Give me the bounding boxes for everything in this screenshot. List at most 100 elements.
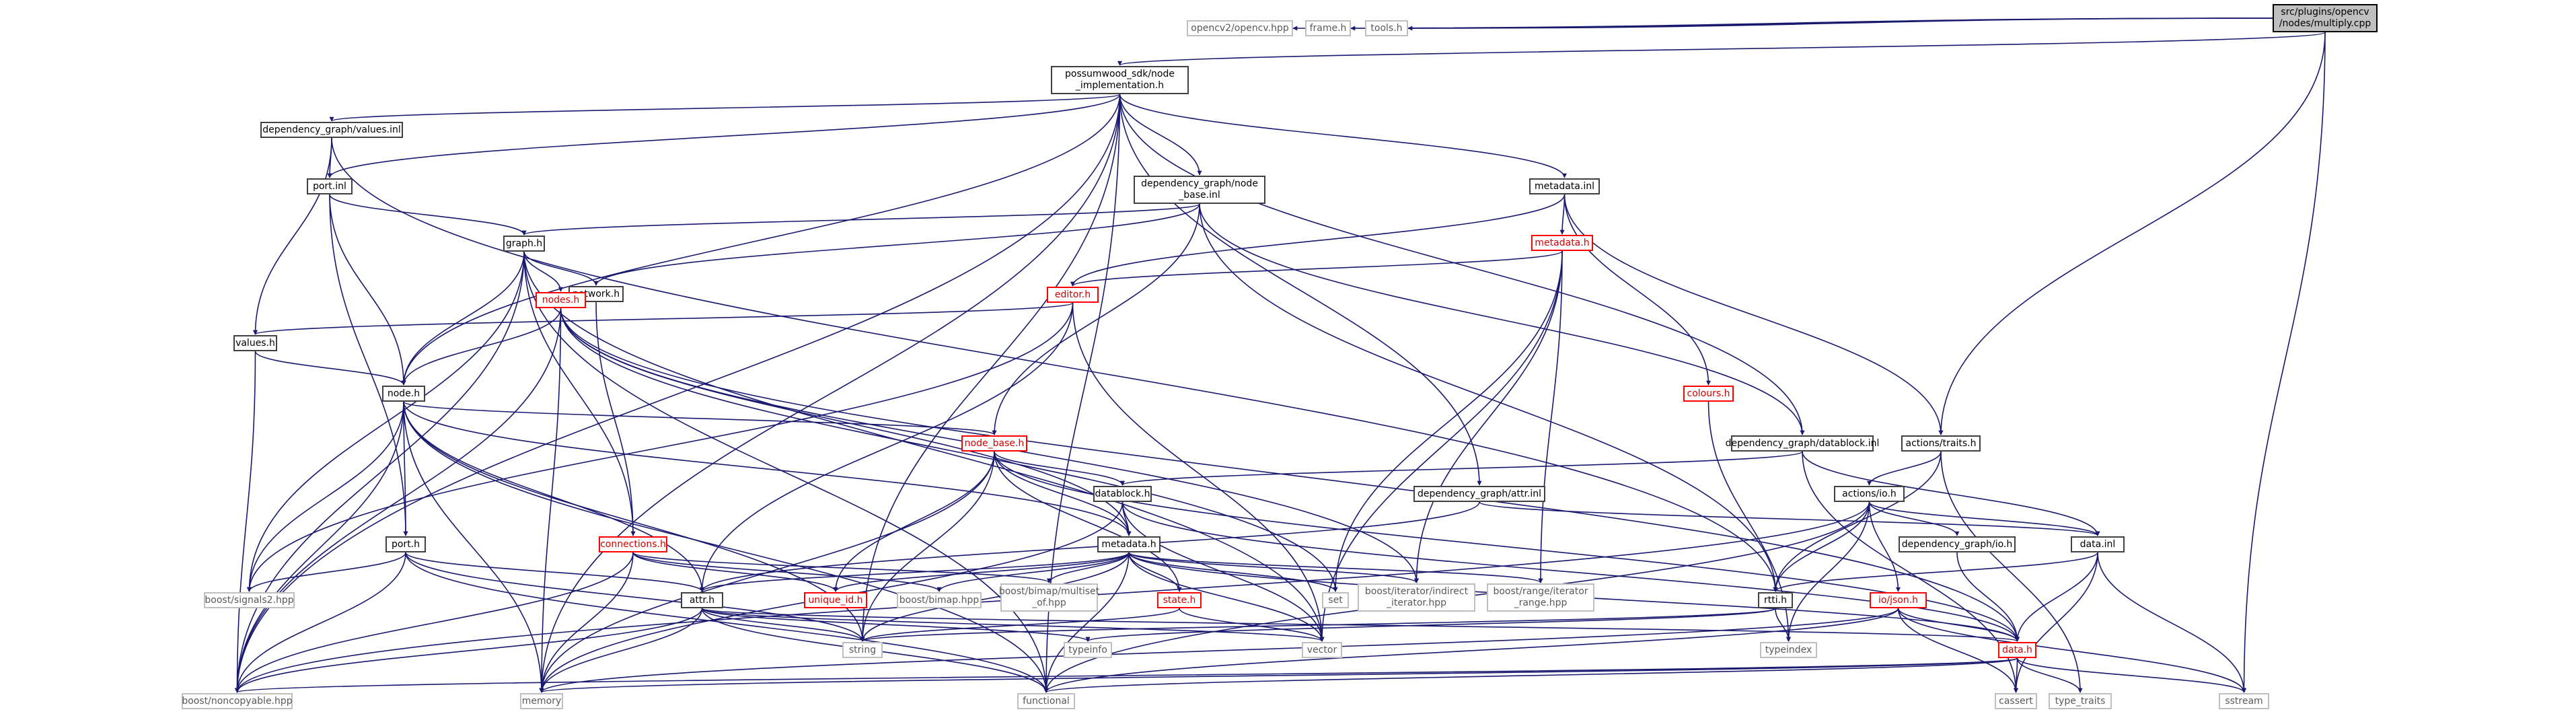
node-label-line: rtti.h [1764,594,1787,606]
node-metadata2[interactable]: metadata.h [1097,536,1161,552]
node-metadata-h[interactable]: metadata.h [1531,235,1593,251]
node-attr-inl[interactable]: dependency_graph/attr.inl [1413,486,1545,502]
edge-port-h-to-signals2 [247,552,406,592]
edge-metadata2-to-indirect-it [1128,552,1419,583]
node-actions-traits[interactable]: actions/traits.h [1901,435,1981,452]
node-state-h[interactable]: state.h [1157,592,1202,608]
node-node-base-inl[interactable]: dependency_graph/node_base.inl [1134,176,1265,204]
edge-node-base-h-to-state-h [994,451,1182,592]
edge-multiply-to-tools [1407,17,2273,31]
node-set: set [1322,592,1349,608]
node-label-line: node_base.h [964,437,1025,449]
node-frame: frame.h [1305,20,1351,36]
node-io-json[interactable]: io/json.h [1870,592,1927,608]
node-port-h[interactable]: port.h [385,536,426,552]
node-label-line: typeinfo [1068,644,1107,655]
edge-metadata-inl-to-actions-traits [1563,194,1944,435]
edge-metadata-inl-to-metadata-h [1559,194,1566,235]
node-label-line: _of.hpp [1032,598,1066,608]
node-editor[interactable]: editor.h [1047,287,1099,303]
node-attr-h[interactable]: attr.h [681,592,723,608]
edge-node-base-inl-to-datablock-inl [1199,203,1805,435]
node-nodes-h[interactable]: nodes.h [536,292,586,308]
edge-editor-to-values-h [253,302,1074,335]
edge-io-json-to-data-h [1897,608,2020,642]
edge-values-inl-to-rtti [331,137,1778,592]
node-label-line: functional [1023,695,1070,707]
node-tools: tools.h [1365,20,1408,36]
edge-actions-io-to-rtti [1773,501,1870,592]
edge-connections-to-unique-id [632,552,838,592]
edge-node-h-to-memory [403,401,544,693]
edge-state-h-to-string [860,608,1180,642]
node-unique-id[interactable]: unique_id.h [804,592,867,608]
edge-graph-to-noncopyable [235,251,525,693]
edge-data-h-to-noncopyable [235,657,2018,693]
edge-port-h-to-functional [405,552,1049,693]
edge-metadata2-to-range-it [1128,552,1543,583]
edge-attr-h-to-noncopyable [235,608,703,693]
edge-actions-io-to-data-inl [1868,501,2100,536]
edge-impl-to-node-h [401,94,1121,386]
node-node-h[interactable]: node.h [382,386,425,402]
edge-impl-to-node-base-inl [1119,94,1202,176]
node-datablock-inl[interactable]: dependency_graph/datablock.inl [1726,435,1879,452]
node-graph[interactable]: graph.h [503,236,545,252]
edge-multiply-to-opencv2 [1292,17,2273,31]
node-values-inl[interactable]: dependency_graph/values.inl [260,122,403,138]
edge-multiply-to-actions-traits [1938,32,2326,435]
edge-data-inl-to-cassert [2014,552,2098,693]
node-label-line: opencv2/opencv.hpp [1191,22,1289,34]
edge-metadata2-to-vector [1128,552,1325,642]
node-rtti[interactable]: rtti.h [1758,592,1793,608]
node-functional: functional [1017,693,1075,709]
node-label-line: unique_id.h [808,594,863,606]
edge-metadata2-to-functional [1043,552,1130,693]
edge-connections-to-bimap [632,552,942,592]
node-label-line: dependency_graph/attr.inl [1417,488,1542,499]
edge-node-base-h-to-string [860,451,995,642]
edge-node-base-h-to-datablock-h [994,451,1125,486]
edge-data-h-to-sstream [2016,657,2246,693]
edge-node-h-to-signals2 [247,401,404,592]
node-impl[interactable]: possumwood_sdk/node_implementation.h [1051,66,1189,94]
node-port-inl[interactable]: port.inl [307,178,353,194]
node-colours[interactable]: colours.h [1683,386,1734,402]
node-data-inl[interactable]: data.inl [2071,536,2125,552]
node-label-line: dependency_graph/values.inl [262,124,401,135]
edge-attr-inl-to-data-inl [1479,501,2100,536]
node-dg-io[interactable]: dependency_graph/io.h [1899,536,2016,552]
edge-metadata2-to-string [860,552,1130,642]
node-label-line: _iterator.hpp [1387,598,1446,608]
edge-impl-to-metadata-inl [1119,94,1567,178]
node-opencv2: opencv2/opencv.hpp [1187,20,1293,36]
edge-node-h-to-attr-h [403,401,704,592]
node-values-h[interactable]: values.h [233,335,277,351]
node-label-line: typeindex [1765,644,1812,655]
edge-metadata2-to-unique-id [833,552,1130,592]
edge-connections-to-multiset-of [632,552,1052,583]
node-label-line: set [1328,594,1343,606]
node-vector: vector [1302,642,1342,658]
node-data-h[interactable]: data.h [1998,642,2036,658]
edge-rtti-to-typeindex [1775,608,1791,642]
edge-actions-io-to-dg-io [1868,501,1960,536]
edge-attr-inl-to-attr-h [700,501,1480,592]
edge-impl-to-attr-inl [1119,94,1482,486]
node-actions-io[interactable]: actions/io.h [1834,486,1905,502]
edge-actions-traits-to-rtti [1773,451,1942,592]
edge-port-inl-to-graph [329,194,527,236]
node-label-line: boost/signals2.hpp [205,594,294,606]
node-label-line: possumwood_sdk/node [1065,69,1175,79]
edge-graph-to-nodes-h [523,251,563,292]
edge-graph-to-node-h [401,251,525,386]
node-multiply[interactable]: src/plugins/opencv/nodes/multiply.cpp [2273,4,2378,32]
node-typeinfo: typeinfo [1064,642,1112,658]
node-label-line: src/plugins/opencv [2281,7,2369,17]
node-datablock-h[interactable]: datablock.h [1093,486,1152,502]
node-connections[interactable]: connections.h [599,536,667,552]
node-node-base-h[interactable]: node_base.h [961,435,1027,452]
node-label-line: boost/noncopyable.hpp [182,695,293,707]
node-metadata-inl[interactable]: metadata.inl [1529,178,1600,194]
